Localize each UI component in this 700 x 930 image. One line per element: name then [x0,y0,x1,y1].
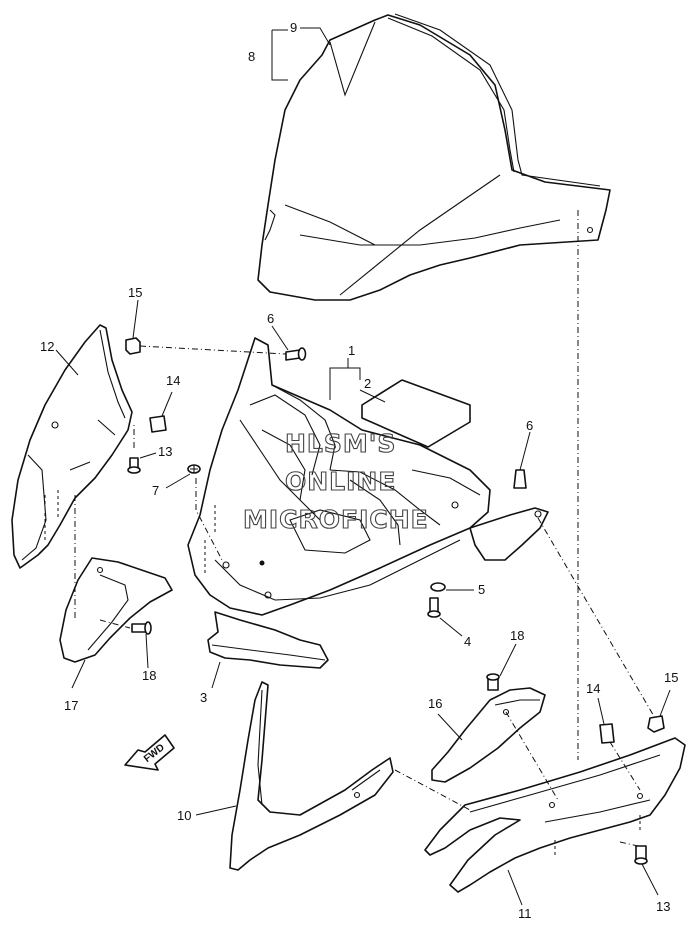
callout-8: 8 [248,49,255,64]
callout-3: 3 [200,690,207,705]
callout-6-right: 6 [526,418,533,433]
grommet-15-right [647,715,665,733]
callout-15-right: 15 [664,670,678,685]
callout-13-right: 13 [656,899,670,914]
bolt-4 [429,597,439,613]
inner-cowling [187,337,491,616]
callout-18-right: 18 [510,628,524,643]
under-panel [207,611,329,669]
bolt-6-right [513,469,527,489]
grommet-15-left [125,337,141,355]
callout-12: 12 [40,339,54,354]
small-side-panel [59,557,173,663]
side-bracket [469,507,549,561]
callout-5: 5 [478,582,485,597]
callout-16: 16 [428,696,442,711]
watermark-line-2: ONLINE [285,467,396,496]
callout-2: 2 [364,376,371,391]
screw-18-left [131,623,147,633]
callout-14-right: 14 [586,681,600,696]
callout-10: 10 [177,808,191,823]
callout-4: 4 [464,634,471,649]
nut-14-right [599,723,615,744]
callout-15-left: 15 [128,285,142,300]
right-under-cowling [424,737,686,893]
fasteners [125,337,665,865]
callout-7: 7 [152,483,159,498]
nut-14-left [149,415,167,433]
callout-18-left: 18 [142,668,156,683]
callout-9: 9 [290,20,297,35]
duct-panel [361,379,471,448]
assembly-lines [74,210,656,847]
callout-17: 17 [64,698,78,713]
callout-11: 11 [518,906,532,921]
watermark-line-3: MICROFICHE [243,505,429,534]
watermark-line-1: HLSM'S [285,429,396,458]
leader-lines [55,27,671,906]
windshield [257,13,611,301]
small-cover [431,687,546,783]
callout-14-left: 14 [166,373,180,388]
watermark: HLSM'S ONLINE MICROFICHE [242,428,429,534]
callout-13-left: 13 [158,444,172,459]
callout-1: 1 [348,343,355,358]
callout-numbers: 1 2 3 4 5 6 6 7 8 9 10 11 12 13 13 14 14… [40,20,678,921]
forward-arrow-icon: FWD [124,734,175,771]
lower-front-cowling [229,681,394,871]
callout-6-upper: 6 [267,311,274,326]
left-side-cowling [11,324,133,569]
